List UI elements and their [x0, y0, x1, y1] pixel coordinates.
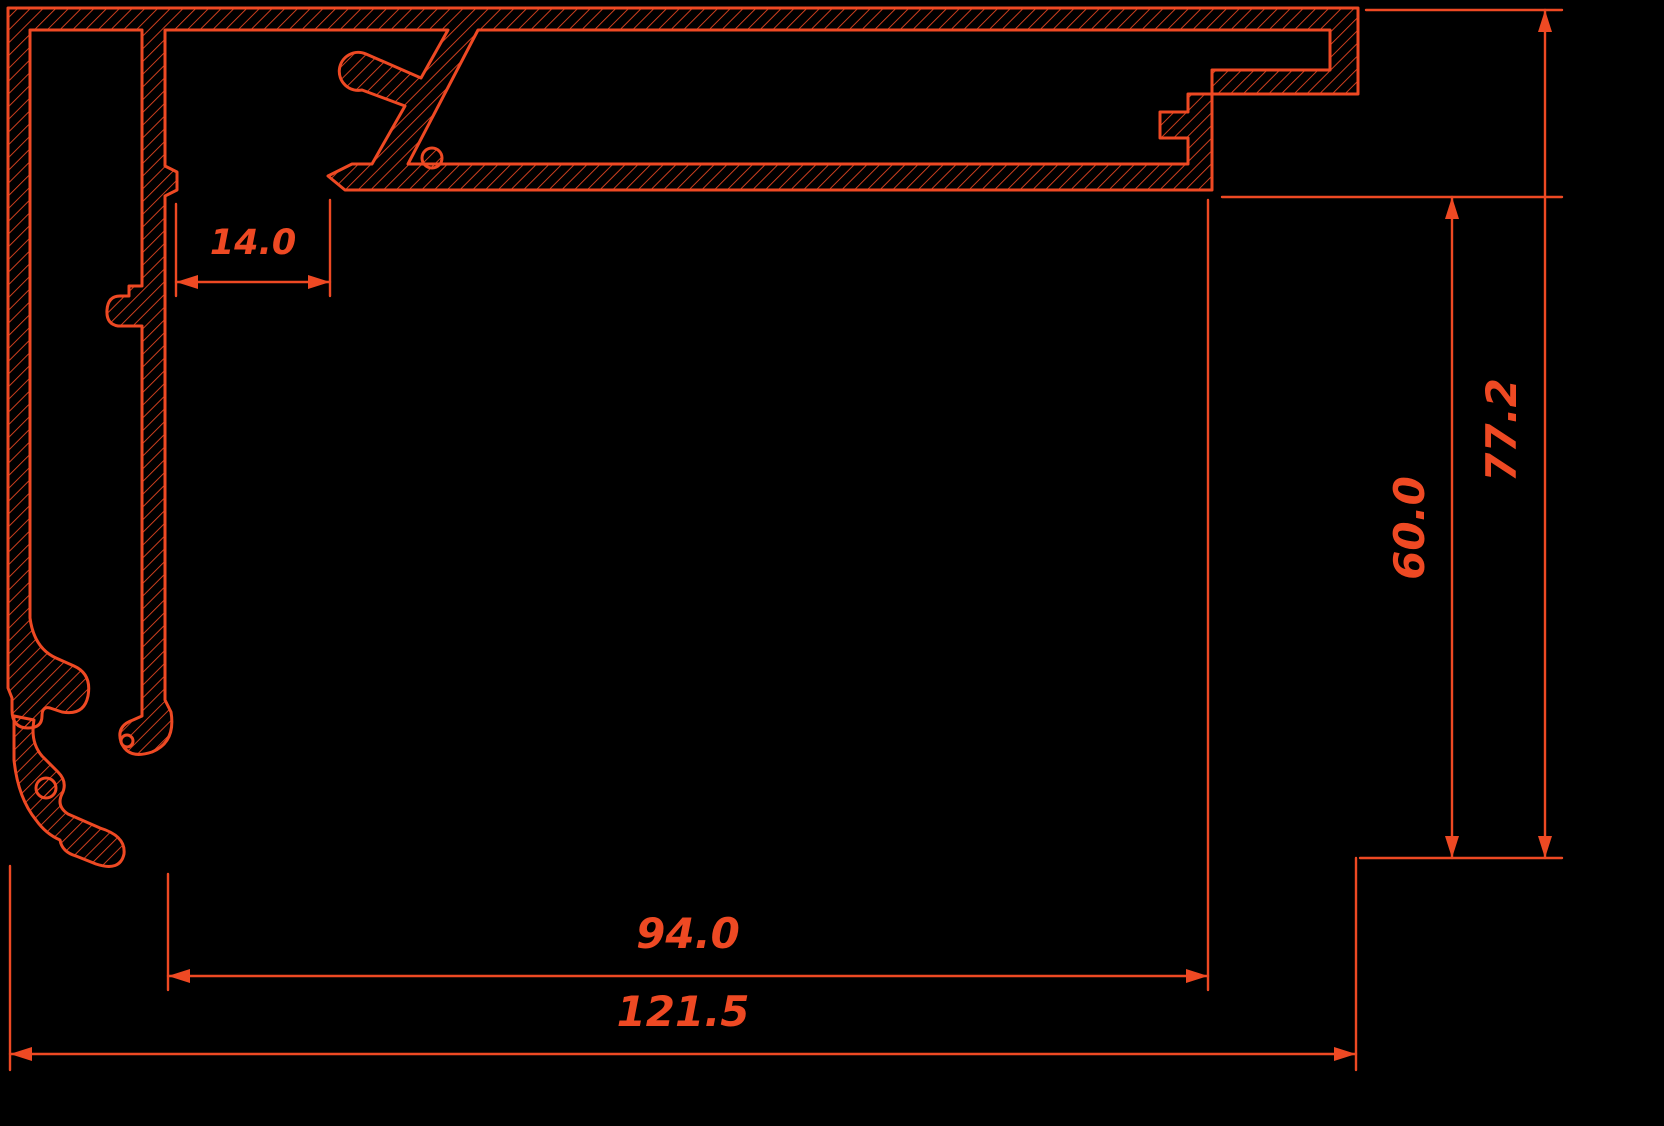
arrowhead-down	[1445, 836, 1459, 858]
arrowhead-right	[1334, 1047, 1356, 1061]
dimension-inner-width: 94.0	[166, 198, 1210, 992]
dimension-label-total-height: 77.2	[1477, 378, 1526, 482]
extrusion-profile-outline	[6, 6, 1360, 756]
arrowhead-up	[1538, 10, 1552, 32]
hook-circle-detail	[34, 776, 58, 800]
dimension-label-inner-height: 60.0	[1385, 476, 1434, 580]
dimension-label-gap-width: 14.0	[210, 223, 296, 263]
bottom-hook-detail	[12, 714, 126, 868]
arrowhead-up	[1445, 197, 1459, 219]
arrowhead-left	[10, 1047, 32, 1061]
arrowhead-down	[1538, 836, 1552, 858]
arrowhead-left	[176, 275, 198, 289]
dimension-inner-height: 60.0	[1220, 195, 1564, 860]
extrusion-profile	[6, 6, 1360, 868]
dimension-label-inner-width: 94.0	[636, 909, 740, 958]
arrowhead-right	[308, 275, 330, 289]
arrowhead-left	[168, 969, 190, 983]
dimension-total-height: 77.2	[1358, 8, 1564, 860]
dimension-gap-width: 14.0	[174, 198, 332, 298]
arrowhead-right	[1186, 969, 1208, 983]
dimension-label-total-width: 121.5	[617, 987, 750, 1036]
wall-circle-detail	[420, 146, 444, 170]
foot-circle-detail	[119, 733, 135, 749]
dimension-total-width: 121.5	[8, 856, 1358, 1072]
